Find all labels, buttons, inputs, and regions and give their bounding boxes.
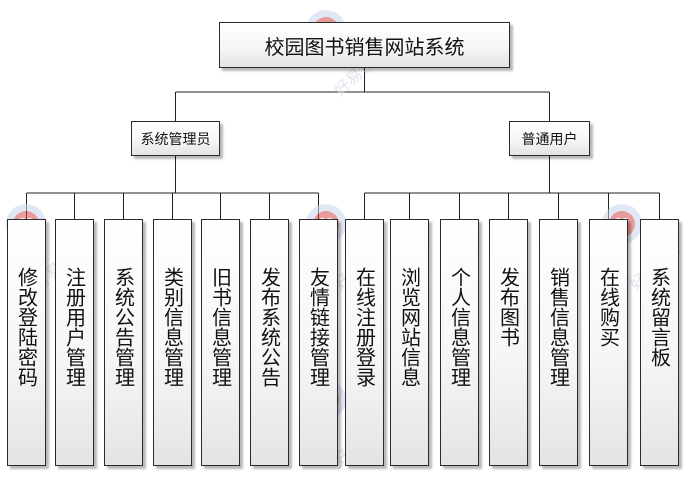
branch-node-admin: 系统管理员 (131, 121, 220, 156)
leaf-node-notice-management: 系统公告管理 (104, 219, 143, 466)
leaf-node-register-login: 在线注册登录 (345, 219, 384, 466)
leaf-label: 在线注册登录 (352, 267, 377, 387)
leaf-node-used-book-management: 旧书信息管理 (201, 219, 240, 466)
leaf-node-user-management: 注册用户管理 (55, 219, 94, 466)
branch-label: 系统管理员 (140, 131, 211, 148)
leaf-label: 友情链接管理 (306, 267, 331, 387)
leaf-node-publish-notice: 发布系统公告 (250, 219, 289, 466)
leaf-label: 浏览网站信息 (397, 267, 422, 387)
leaf-label: 系统留言板 (647, 267, 672, 367)
leaf-label: 类别信息管理 (160, 267, 185, 387)
user-connector (364, 156, 660, 219)
root-label: 校园图书销售网站系统 (264, 34, 465, 59)
leaf-node-link-management: 友情链接管理 (299, 219, 338, 466)
leaf-label: 个人信息管理 (447, 267, 472, 387)
leaf-label: 旧书信息管理 (208, 267, 233, 387)
leaf-node-profile-management: 个人信息管理 (440, 219, 479, 466)
leaf-node-sales-management: 销售信息管理 (539, 219, 578, 466)
branch-label: 普通用户 (521, 131, 578, 148)
leaf-label: 发布系统公告 (257, 267, 282, 387)
leaf-label: 发布图书 (496, 267, 521, 347)
leaf-node-browse-site: 浏览网站信息 (390, 219, 429, 466)
root-node: 校园图书销售网站系统 (219, 22, 510, 68)
leaf-node-publish-book: 发布图书 (489, 219, 528, 466)
leaf-node-online-purchase: 在线购买 (589, 219, 628, 466)
leaf-label: 系统公告管理 (111, 267, 136, 387)
leaf-label: 注册用户管理 (62, 267, 87, 387)
root-connector (175, 68, 550, 121)
admin-connector (26, 156, 319, 219)
leaf-node-category-management: 类别信息管理 (153, 219, 192, 466)
leaf-label: 销售信息管理 (546, 267, 571, 387)
leaf-node-change-password: 修改登陆密码 (7, 219, 46, 466)
branch-node-user: 普通用户 (509, 121, 590, 156)
leaf-label: 修改登陆密码 (14, 267, 39, 387)
leaf-node-message-board: 系统留言板 (640, 219, 679, 466)
leaf-label: 在线购买 (596, 267, 621, 347)
